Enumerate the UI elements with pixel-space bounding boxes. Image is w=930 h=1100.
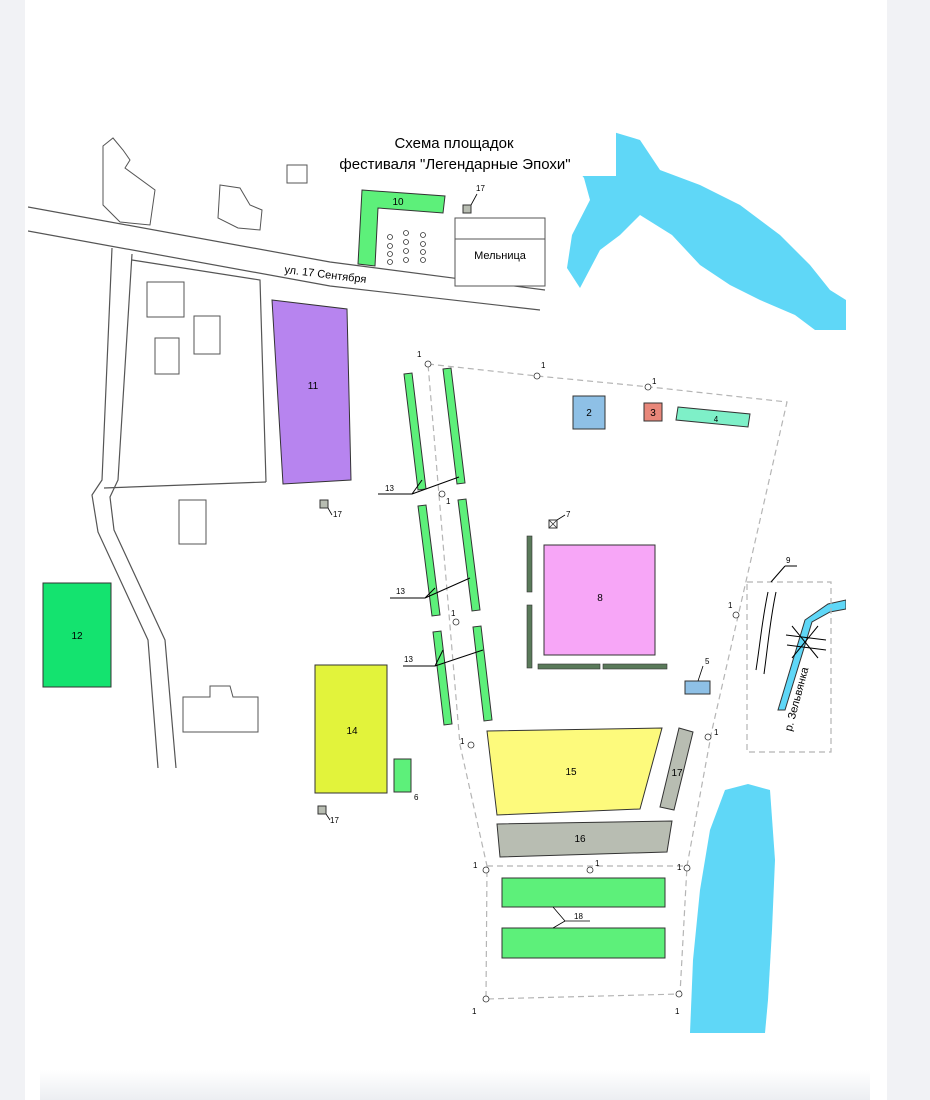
- zone-18-leader: [552, 906, 590, 929]
- zone-13[interactable]: [403, 367, 493, 726]
- zone-3-label: 3: [650, 408, 656, 419]
- boundary-post-labels: 1 1 1 1 1 1 1 1 1 1 1 1 1: [417, 350, 733, 1016]
- zone-18[interactable]: [501, 877, 666, 959]
- zone-17-large[interactable]: 17: [659, 727, 694, 811]
- zone-17-label-north: 17: [476, 184, 485, 193]
- zone-8-label: 8: [597, 593, 603, 604]
- zone-11[interactable]: 11: [271, 299, 352, 485]
- svg-text:1: 1: [472, 1007, 477, 1016]
- zone-14[interactable]: 14: [314, 664, 388, 794]
- zone-13-label-b: 13: [396, 587, 405, 596]
- svg-text:1: 1: [541, 361, 546, 370]
- river-east: [690, 784, 775, 1033]
- boundary-posts: [424, 360, 740, 1003]
- zone-18-label: 18: [574, 912, 583, 921]
- zone-17-label-large: 17: [671, 768, 683, 779]
- title-line-2: фестиваля "Легендарные Эпохи": [339, 156, 570, 173]
- zone-9-label: 9: [786, 556, 791, 565]
- zone-15[interactable]: 15: [486, 727, 663, 816]
- svg-text:1: 1: [728, 601, 733, 610]
- svg-text:1: 1: [677, 863, 682, 872]
- zone-2-label: 2: [586, 408, 592, 419]
- svg-text:1: 1: [460, 737, 465, 746]
- svg-text:1: 1: [473, 861, 478, 870]
- zone-5[interactable]: 5: [684, 657, 711, 695]
- zone-13-leaders: [378, 476, 484, 667]
- zone-17-label-south: 17: [330, 816, 339, 825]
- buildings: [102, 137, 546, 733]
- zone-8[interactable]: 8: [543, 544, 656, 656]
- zone-10-label: 10: [392, 197, 404, 208]
- zone-12-label: 12: [71, 631, 83, 642]
- zone-16[interactable]: 16: [496, 820, 673, 858]
- zone-16-label: 16: [574, 834, 586, 845]
- zone-4-label: 4: [714, 415, 719, 424]
- zone-12[interactable]: 12: [42, 582, 112, 688]
- seating-circles: [387, 230, 426, 265]
- zone-17-kiosk-south[interactable]: 17: [317, 805, 339, 825]
- lake-north: [567, 128, 846, 330]
- zone-5-label: 5: [705, 657, 710, 666]
- svg-text:1: 1: [595, 859, 600, 868]
- river-zelvyanka: [777, 599, 847, 711]
- zone-8-benches: [526, 535, 668, 670]
- zone-13-label-c: 13: [404, 655, 413, 664]
- svg-text:1: 1: [675, 1007, 680, 1016]
- zone-11-label: 11: [308, 381, 319, 392]
- zone-6[interactable]: 6: [393, 758, 419, 802]
- zone-17-label-west: 17: [333, 510, 342, 519]
- zone-10[interactable]: 10: [357, 189, 446, 267]
- zone-2[interactable]: 2: [572, 395, 606, 430]
- zone-9[interactable]: [755, 565, 827, 675]
- svg-text:1: 1: [652, 377, 657, 386]
- svg-text:1: 1: [446, 497, 451, 506]
- zone-15-label: 15: [565, 767, 577, 778]
- title-line-1: Схема площадок: [394, 135, 513, 152]
- content-bottom-edge: [40, 1070, 870, 1100]
- map-title: Схема площадок фестиваля "Легендарные Эп…: [326, 128, 616, 176]
- svg-text:1: 1: [417, 350, 422, 359]
- street-label: ул. 17 Сентября: [284, 264, 367, 286]
- zone-17-kiosk-west[interactable]: 17: [319, 499, 342, 519]
- zone-6-label: 6: [414, 793, 419, 802]
- zone-17-kiosk-north[interactable]: 17: [462, 184, 485, 214]
- zone-14-label: 14: [346, 726, 358, 737]
- zone-7-label: 7: [566, 510, 571, 519]
- zone-13-label-a: 13: [385, 484, 394, 493]
- zone-4[interactable]: 4: [675, 406, 751, 428]
- svg-text:1: 1: [714, 728, 719, 737]
- festival-map[interactable]: 10 11 12 14 6 13 13 13 2: [27, 128, 847, 1033]
- mill-label: Мельница: [474, 250, 527, 262]
- svg-text:1: 1: [451, 609, 456, 618]
- zone-7[interactable]: 7: [548, 510, 571, 529]
- zone-3[interactable]: 3: [643, 402, 663, 422]
